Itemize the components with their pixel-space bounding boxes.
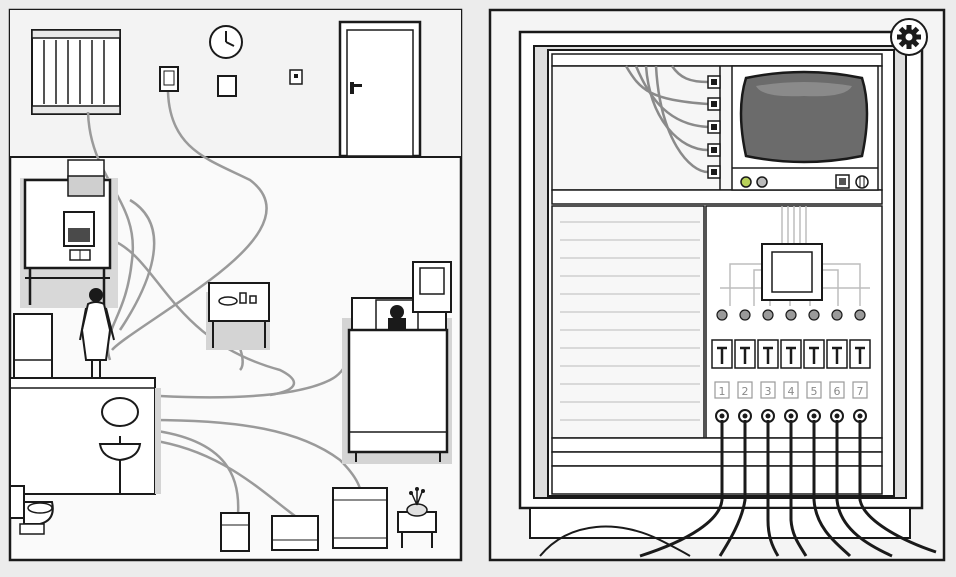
toggle-switch-4[interactable] [780, 339, 802, 369]
plant-stand[interactable] [397, 487, 437, 548]
sink[interactable] [98, 436, 142, 494]
side-table[interactable] [206, 282, 270, 350]
bathroom-wall [9, 377, 161, 495]
toilet[interactable] [9, 485, 54, 535]
switch-led-7 [854, 309, 866, 321]
switch-number-box-7 [852, 381, 868, 399]
patient-bed[interactable] [342, 297, 452, 464]
switch-number-box-4 [783, 381, 799, 399]
toggle-switch-5[interactable] [803, 339, 825, 369]
monitor-cables [624, 65, 709, 174]
switch-led-1 [716, 309, 728, 321]
jack-cables [539, 420, 937, 558]
switch-number-label: 4 [788, 385, 795, 398]
floor-box-2[interactable] [271, 515, 319, 551]
nurse-character[interactable] [79, 288, 115, 378]
switch-led-2 [739, 309, 751, 321]
switch-number-box-6 [829, 381, 845, 399]
cabinet-panel: 1 2 3 4 5 6 7 [488, 8, 946, 562]
switch-row: 1 2 3 4 5 6 7 [711, 309, 871, 423]
mirror[interactable] [101, 397, 139, 427]
toggle-switch-1[interactable] [711, 339, 733, 369]
switch-led-4 [785, 309, 797, 321]
wall-note[interactable] [217, 75, 237, 97]
toggle-switch-6[interactable] [826, 339, 848, 369]
door[interactable] [338, 20, 422, 158]
floor-box-1[interactable] [220, 512, 250, 552]
toggle-switch-7[interactable] [849, 339, 871, 369]
crt-monitor[interactable] [731, 65, 879, 191]
switch-number-label: 2 [742, 385, 749, 398]
switch-number-box-1 [714, 381, 730, 399]
power-indicator [740, 176, 752, 188]
switch-number-box-3 [760, 381, 776, 399]
floor-box-3[interactable] [332, 487, 388, 549]
switch-number-box-5 [806, 381, 822, 399]
switch-number-label: 6 [834, 385, 841, 398]
desk-terminal[interactable] [20, 159, 118, 308]
radiator[interactable] [31, 29, 121, 115]
switch-number-label: 5 [811, 385, 818, 398]
vent-panel [551, 205, 705, 439]
switch-number-box-2 [737, 381, 753, 399]
monitor-knob[interactable] [756, 176, 768, 188]
storage-cabinet[interactable] [13, 313, 53, 379]
clock-icon[interactable] [209, 25, 243, 59]
switch-led-5 [808, 309, 820, 321]
switch-number-label: 1 [719, 385, 726, 398]
processor-chip[interactable] [761, 243, 823, 301]
bedside-frame[interactable] [412, 261, 452, 313]
toggle-switch-2[interactable] [734, 339, 756, 369]
switch-number-label: 3 [765, 385, 772, 398]
switch-led-6 [831, 309, 843, 321]
room-panel [8, 8, 463, 562]
settings-gear-icon[interactable] [890, 18, 928, 56]
switch-number-label: 7 [857, 385, 864, 398]
switch-led-3 [762, 309, 774, 321]
monitor-ports[interactable] [707, 75, 721, 179]
toggle-switch-3[interactable] [757, 339, 779, 369]
